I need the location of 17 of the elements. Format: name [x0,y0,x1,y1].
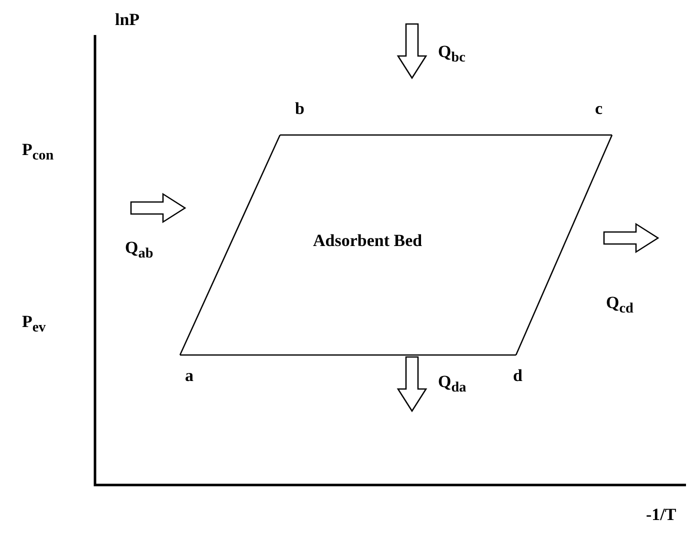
pressure-label: P$_{con}$ [22,140,54,166]
heat-label: Q$_{ab}$ [125,238,154,264]
corner-label: d [513,367,522,385]
pressure-label: P$_{ev}$ [22,312,46,338]
cycle-line [280,134,612,136]
corner-label: c [595,100,603,118]
axis-title: lnP [115,10,140,30]
heat-label: Q$_{bc}$ [438,42,466,68]
bed-label: Adsorbent Bed [313,231,422,251]
cycle-line [515,134,613,356]
cycle-line [180,354,516,356]
cycle-line [179,134,281,356]
corner-label: a [185,367,194,385]
axis-title: -1/T [646,505,676,525]
heat-label: Q$_{da}$ [438,372,466,398]
heat-label: Q$_{cd}$ [606,293,634,318]
corner-label: b [295,100,304,118]
